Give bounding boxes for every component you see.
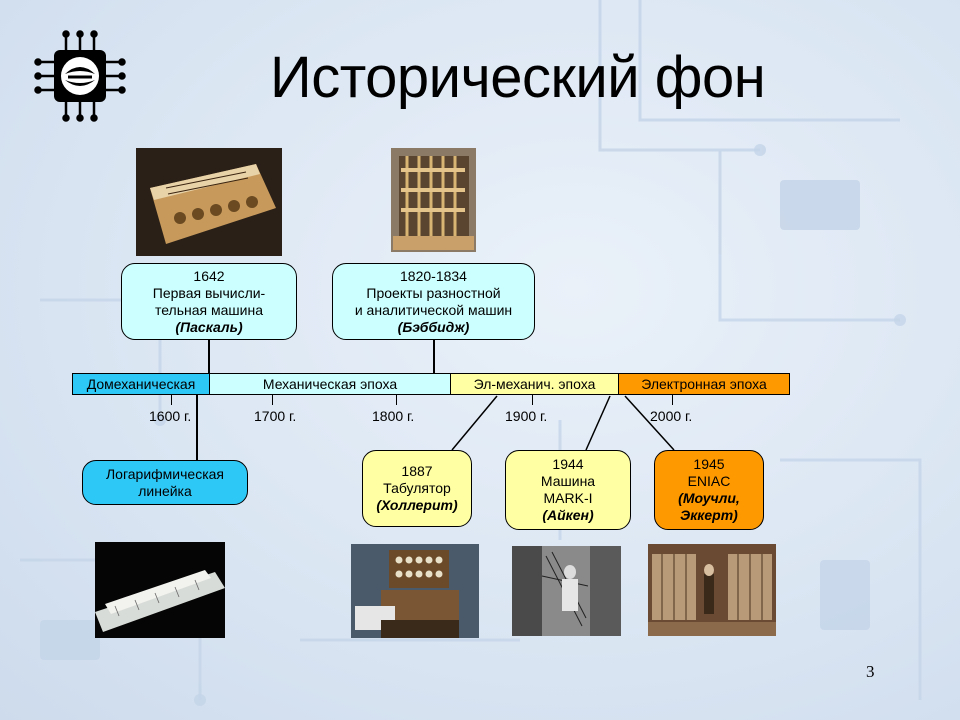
slide-rule-line1: Логарифмическая <box>105 465 224 482</box>
pascal-event-box: 1642 Первая вычисли- тельная машина (Пас… <box>121 263 297 340</box>
pascal-author: (Паскаль) <box>175 318 243 335</box>
tick-1900 <box>532 395 533 405</box>
page-number: 3 <box>866 662 875 681</box>
era-pre-mechanical: Домеханическая <box>72 373 210 395</box>
year-label-1700: 1700 г. <box>254 408 297 424</box>
hollerith-event-box: 1887 Табулятор (Холлерит) <box>362 450 472 527</box>
mark-i-photo <box>512 546 621 636</box>
pascal-machine-photo <box>136 148 282 256</box>
year-label-2000: 2000 г. <box>650 408 693 424</box>
era-electronic: Электронная эпоха <box>618 373 790 395</box>
year-label-1900: 1900 г. <box>505 408 548 424</box>
hollerith-line1: Табулятор <box>383 480 451 496</box>
pascal-line2: тельная машина <box>154 301 263 318</box>
tick-1800 <box>396 395 397 405</box>
babbage-event-box: 1820-1834 Проекты разностной и аналитиче… <box>332 263 535 340</box>
aiken-author: (Айкен) <box>542 507 594 523</box>
slide-rule-connector <box>196 395 198 460</box>
tick-1600 <box>171 395 172 405</box>
aiken-year: 1944 <box>552 456 584 472</box>
babbage-author: (Бэббидж) <box>397 318 470 335</box>
tick-2000 <box>672 395 673 405</box>
year-label-1800: 1800 г. <box>372 408 415 424</box>
hollerith-year: 1887 <box>401 463 433 479</box>
pascal-year: 1642 <box>193 267 225 284</box>
babbage-line2: и аналитической машин <box>354 301 513 318</box>
aiken-event-box: 1944 Машина MARK-I (Айкен) <box>505 450 631 530</box>
eniac-photo <box>648 544 776 636</box>
eniac-event-box: 1945 ENIAC (Моучли, Эккерт) <box>654 450 764 530</box>
slide-title: Исторический фон <box>270 45 766 110</box>
year-label-1600: 1600 г. <box>149 408 192 424</box>
babbage-line1: Проекты разностной <box>366 284 501 301</box>
eniac-author1: (Моучли, <box>678 490 740 506</box>
aiken-line2: MARK-I <box>543 490 593 506</box>
slide-rule-line2: линейка <box>138 482 192 499</box>
eniac-year: 1945 <box>693 456 725 472</box>
tabulator-photo <box>351 544 479 638</box>
pascal-connector <box>208 340 210 373</box>
hollerith-author: (Холлерит) <box>376 497 458 513</box>
era-electromechanical: Эл-механич. эпоха <box>450 373 619 395</box>
aiken-line1: Машина <box>540 473 596 489</box>
pascal-line1: Первая вычисли- <box>152 284 266 301</box>
babbage-engine-photo <box>391 148 476 252</box>
eniac-author2: Эккерт) <box>680 507 738 523</box>
slide-rule-event-box: Логарифмическая линейка <box>82 460 248 505</box>
eniac-line1: ENIAC <box>687 473 731 489</box>
tick-1700 <box>272 395 273 405</box>
era-mechanical: Механическая эпоха <box>209 373 451 395</box>
slide-rule-photo <box>95 542 225 638</box>
babbage-year: 1820-1834 <box>400 267 467 284</box>
chip-logo-icon <box>34 30 126 122</box>
babbage-connector <box>433 340 435 373</box>
